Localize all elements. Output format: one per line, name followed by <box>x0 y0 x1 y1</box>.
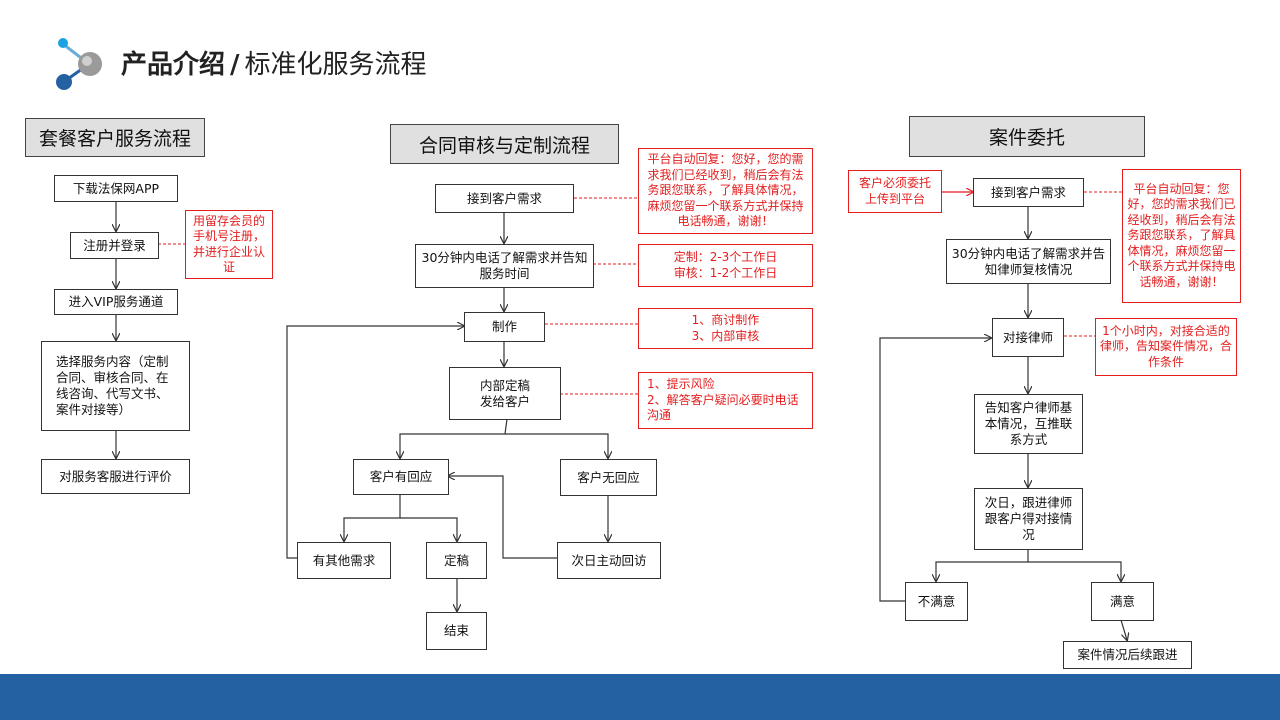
footer-bar <box>0 674 1280 720</box>
molecule-logo-icon <box>56 38 102 90</box>
flow2-internal-step: 内部定稿 发给客户 <box>449 367 561 420</box>
flow2-end-step: 结束 <box>426 612 487 650</box>
flow2-internal-note: 1、提示风险 2、解答客户疑问必要时电话沟通 <box>638 372 813 429</box>
flow3-unsatisfied-step: 不满意 <box>905 582 968 621</box>
flow3-lawyer-step: 对接律师 <box>992 318 1064 357</box>
flow2-next-day-step: 次日主动回访 <box>557 542 661 579</box>
flow3-lawyer-note: 1个小时内，对接合适的律师，告知案件情况，合作条件 <box>1095 318 1237 376</box>
flow2-time-note: 定制：2-3个工作日 审核：1-2个工作日 <box>638 244 813 287</box>
flow3-followup-step: 案件情况后续跟进 <box>1063 641 1192 669</box>
flow2-other-needs-step: 有其他需求 <box>297 542 391 579</box>
flow3-call-step: 30分钟内电话了解需求并告知律师复核情况 <box>946 239 1111 284</box>
flow1-register-step: 注册并登录 <box>70 232 159 259</box>
title-main: 产品介绍 <box>121 50 226 80</box>
flow2-responded-step: 客户有回应 <box>353 459 449 495</box>
page-title: 产品介绍/标准化服务流程 <box>121 48 427 82</box>
flow1-vip-step: 进入VIP服务通道 <box>54 289 178 315</box>
flow3-inform-step: 告知客户律师基本情况，互推联系方式 <box>974 394 1083 454</box>
flow2-no-response-step: 客户无回应 <box>560 459 657 496</box>
flow2-make-note: 1、商讨制作 3、内部审核 <box>638 308 813 349</box>
flow2-call-step: 30分钟内电话了解需求并告知服务时间 <box>415 244 594 288</box>
flow2-header: 合同审核与定制流程 <box>390 124 619 164</box>
title-sub: 标准化服务流程 <box>244 50 427 80</box>
flow2-auto-reply-note: 平台自动回复：您好，您的需求我们已经收到，稍后会有法务跟您联系，了解具体情况，麻… <box>638 148 813 234</box>
title-separator: / <box>230 50 240 80</box>
flow3-auto-reply-note: 平台自动回复：您好，您的需求我们已经收到，稍后会有法务跟您联系，了解具体情况，麻… <box>1122 169 1241 303</box>
flow3-satisfied-step: 满意 <box>1091 582 1154 621</box>
flow3-receive-step: 接到客户需求 <box>973 178 1084 207</box>
flow3-follow-step: 次日，跟进律师跟客户得对接情况 <box>974 488 1083 550</box>
flow3-upload-note: 客户必须委托 上传到平台 <box>848 170 942 213</box>
flow1-register-note: 用留存会员的手机号注册，并进行企业认证 <box>185 210 273 279</box>
flow2-make-step: 制作 <box>464 312 545 342</box>
flow1-evaluate-step: 对服务客服进行评价 <box>41 459 190 494</box>
flow2-finalize-step: 定稿 <box>426 542 487 579</box>
flow2-receive-step: 接到客户需求 <box>435 184 574 213</box>
flow1-header: 套餐客户服务流程 <box>25 118 205 157</box>
flow1-select-step: 选择服务内容（定制合同、审核合同、在线咨询、代写文书、案件对接等） <box>41 341 190 431</box>
flow3-header: 案件委托 <box>909 116 1145 157</box>
flow1-download-step: 下载法保网APP <box>54 175 178 202</box>
